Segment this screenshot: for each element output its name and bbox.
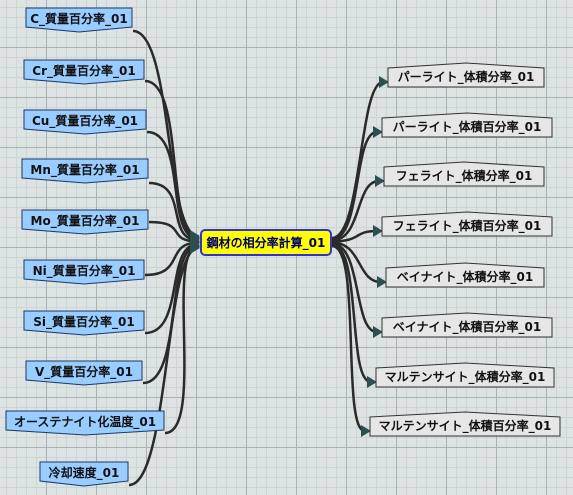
wire-arrowhead — [190, 236, 200, 249]
input-wire — [144, 241, 199, 277]
process-node-phase-fraction-calculation[interactable]: 鋼材の相分率計算_01 — [200, 229, 332, 256]
output-wire — [331, 243, 372, 384]
output-node-bainite-volume-fraction[interactable]: ベイナイト_体積分率_01 — [385, 262, 545, 288]
input-node-mn-mass-percent[interactable]: Mn_質量百分率_01 — [21, 158, 149, 184]
input-node-label: Si_質量百分率_01 — [33, 315, 135, 329]
output-node-bainite-volume-percent[interactable]: ベイナイト_体積百分率_01 — [381, 312, 553, 338]
wire-arrowhead — [190, 240, 200, 253]
output-node-label: フェライト_体積分率_01 — [395, 169, 533, 183]
input-node-shape — [21, 209, 149, 235]
input-node-shape — [25, 360, 143, 386]
input-node-label: オーステナイト化温度_01 — [13, 415, 157, 429]
output-node-label: パーライト_体積分率_01 — [397, 70, 535, 84]
output-node-shape — [381, 211, 553, 237]
output-wire — [331, 241, 382, 284]
input-wire — [148, 220, 199, 243]
output-node-label: マルテンサイト_体積分率_01 — [384, 370, 546, 384]
output-node-label: マルテンサイト_体積百分率_01 — [378, 419, 552, 433]
input-node-label: Mo_質量百分率_01 — [30, 214, 140, 228]
output-node-shape — [383, 161, 545, 187]
input-wire — [146, 130, 199, 240]
input-node-austenitizing-temperature[interactable]: オーステナイト化温度_01 — [5, 410, 165, 436]
output-wire — [331, 229, 378, 243]
wire-arrowhead — [190, 232, 200, 245]
output-node-shape — [375, 362, 555, 388]
output-wire — [331, 130, 378, 241]
output-node-ferrite-volume-percent[interactable]: フェライト_体積百分率_01 — [381, 211, 553, 237]
input-node-shape — [23, 109, 147, 135]
input-node-c-mass-percent[interactable]: C_質量百分率_01 — [25, 7, 133, 33]
input-node-shape — [5, 410, 165, 436]
input-node-shape — [21, 158, 149, 184]
input-node-cu-mass-percent[interactable]: Cu_質量百分率_01 — [23, 109, 147, 135]
input-wire — [148, 181, 199, 242]
input-node-label: Ni_質量百分率_01 — [32, 264, 136, 278]
output-node-label: フェライト_体積百分率_01 — [392, 219, 542, 233]
input-node-v-mass-percent[interactable]: V_質量百分率_01 — [25, 360, 143, 386]
output-node-shape — [387, 62, 545, 88]
input-node-label: V_質量百分率_01 — [35, 365, 133, 379]
wire-arrowhead — [190, 234, 200, 246]
wire-arrowhead — [190, 239, 200, 252]
input-node-shape — [23, 259, 145, 285]
wire-arrowhead — [190, 235, 200, 248]
output-wire — [331, 179, 380, 242]
wire-arrowhead — [190, 242, 200, 254]
input-node-shape — [23, 59, 145, 85]
output-node-label: パーライト_体積百分率_01 — [392, 120, 542, 134]
input-node-si-mass-percent[interactable]: Si_質量百分率_01 — [23, 310, 145, 336]
input-node-ni-mass-percent[interactable]: Ni_質量百分率_01 — [23, 259, 145, 285]
wire-arrowhead — [190, 231, 200, 244]
output-node-shape — [369, 411, 561, 437]
input-node-mo-mass-percent[interactable]: Mo_質量百分率_01 — [21, 209, 149, 235]
input-wire — [164, 245, 199, 435]
output-node-label: ベイナイト_体積分率_01 — [396, 270, 534, 284]
process-node-label: 鋼材の相分率計算_01 — [206, 236, 326, 250]
input-node-label: C_質量百分率_01 — [30, 12, 128, 26]
input-node-cr-mass-percent[interactable]: Cr_質量百分率_01 — [23, 59, 145, 85]
input-wire — [144, 79, 199, 239]
wire-arrowhead — [190, 230, 200, 242]
output-node-martensite-volume-percent[interactable]: マルテンサイト_体積百分率_01 — [369, 411, 561, 437]
input-node-label: Cr_質量百分率_01 — [32, 64, 136, 78]
output-node-pearlite-volume-fraction[interactable]: パーライト_体積分率_01 — [387, 62, 545, 88]
output-node-label: ベイナイト_体積百分率_01 — [392, 320, 542, 334]
output-node-shape — [385, 262, 545, 288]
output-node-martensite-volume-fraction[interactable]: マルテンサイト_体積分率_01 — [375, 362, 555, 388]
input-node-cooling-rate[interactable]: 冷却速度_01 — [39, 461, 129, 487]
output-node-shape — [381, 312, 553, 338]
output-node-ferrite-volume-fraction[interactable]: フェライト_体積分率_01 — [383, 161, 545, 187]
input-node-shape — [23, 310, 145, 336]
input-node-label: 冷却速度_01 — [48, 466, 120, 480]
output-wire — [331, 80, 384, 240]
output-node-pearlite-volume-percent[interactable]: パーライト_体積百分率_01 — [381, 112, 553, 138]
input-wire — [142, 244, 199, 385]
input-node-shape — [39, 461, 129, 487]
input-node-label: Cu_質量百分率_01 — [31, 114, 139, 128]
input-node-shape — [25, 7, 133, 33]
output-wire — [331, 244, 366, 433]
output-wire — [331, 242, 378, 334]
input-wire — [144, 242, 199, 335]
wire-arrowhead — [190, 238, 200, 250]
output-node-shape — [381, 112, 553, 138]
input-node-label: Mn_質量百分率_01 — [30, 163, 140, 177]
